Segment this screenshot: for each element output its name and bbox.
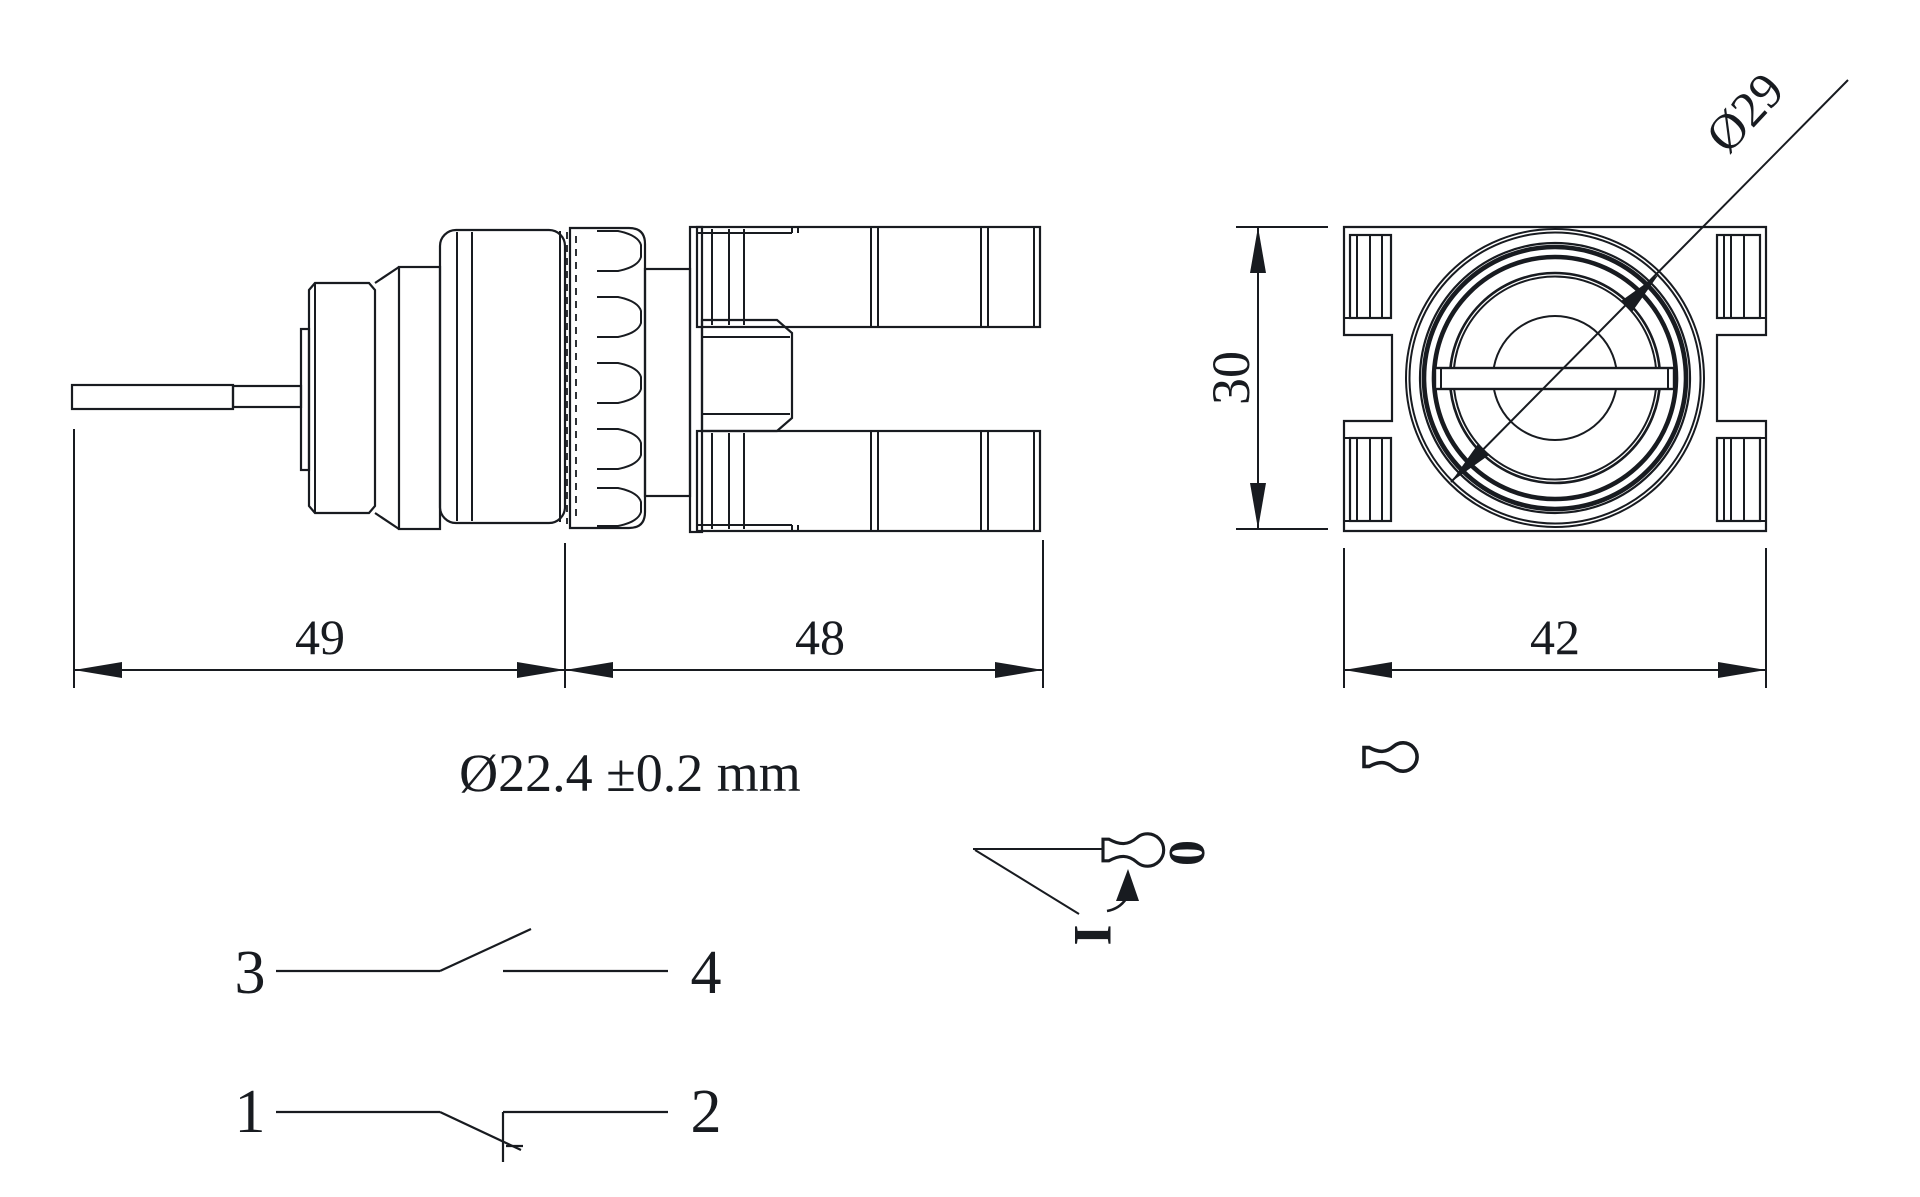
- latch-ear-top-left: [1348, 233, 1393, 320]
- front-body-outline: [1342, 225, 1768, 533]
- terminal-2-label: 2: [691, 1078, 722, 1146]
- mounting-hole-label: Ø22.4 ±0.2 mm: [459, 743, 801, 803]
- lock-flange: [299, 327, 311, 472]
- key-blade-segment: [231, 384, 303, 409]
- latch-ear-bottom-right: [1715, 436, 1762, 523]
- terminal-3-label: 3: [235, 939, 266, 1007]
- key-icon-position: [1101, 832, 1166, 868]
- dim-30-label: 30: [1201, 351, 1261, 405]
- front-view-drawing: Ø29 30 42: [1201, 62, 1849, 773]
- contact-diagram-nc: 1 2: [235, 1078, 722, 1162]
- dimension-42: 42: [1343, 548, 1767, 688]
- actuator-housing: [700, 318, 794, 433]
- position-0-label: 0: [1158, 840, 1215, 866]
- key-blade: [70, 383, 235, 411]
- collar-spacer: [643, 267, 692, 498]
- key-position-diagram: 0 I: [973, 832, 1215, 946]
- terminal-4-label: 4: [691, 939, 722, 1007]
- key-icon-front: [1362, 741, 1419, 773]
- dim-42-label: 42: [1530, 609, 1580, 665]
- lock-body-rear: [397, 265, 442, 531]
- terminal-block-top: [695, 225, 1042, 329]
- contact-diagram-no: 3 4: [235, 928, 722, 1007]
- latch-ear-bottom-left: [1348, 436, 1393, 523]
- dim-48-label: 48: [795, 609, 845, 665]
- side-view-drawing: [70, 225, 1042, 534]
- dimension-bezel-diameter: Ø29: [1450, 62, 1849, 483]
- fixing-collar: [568, 226, 647, 530]
- terminal-1-label: 1: [235, 1078, 266, 1146]
- rotate-arrow-icon: [1106, 869, 1139, 913]
- operator-cap: [438, 228, 567, 525]
- latch-ear-top-right: [1715, 233, 1762, 320]
- dim-49-label: 49: [295, 609, 345, 665]
- dimension-49-48: 49 48: [73, 429, 1044, 688]
- bezel-diameter-label: Ø29: [1695, 62, 1795, 163]
- dimension-30: 30: [1201, 226, 1328, 530]
- terminal-block-bottom: [695, 429, 1042, 533]
- lock-body-front: [307, 281, 377, 515]
- position-1-label: I: [1063, 924, 1123, 945]
